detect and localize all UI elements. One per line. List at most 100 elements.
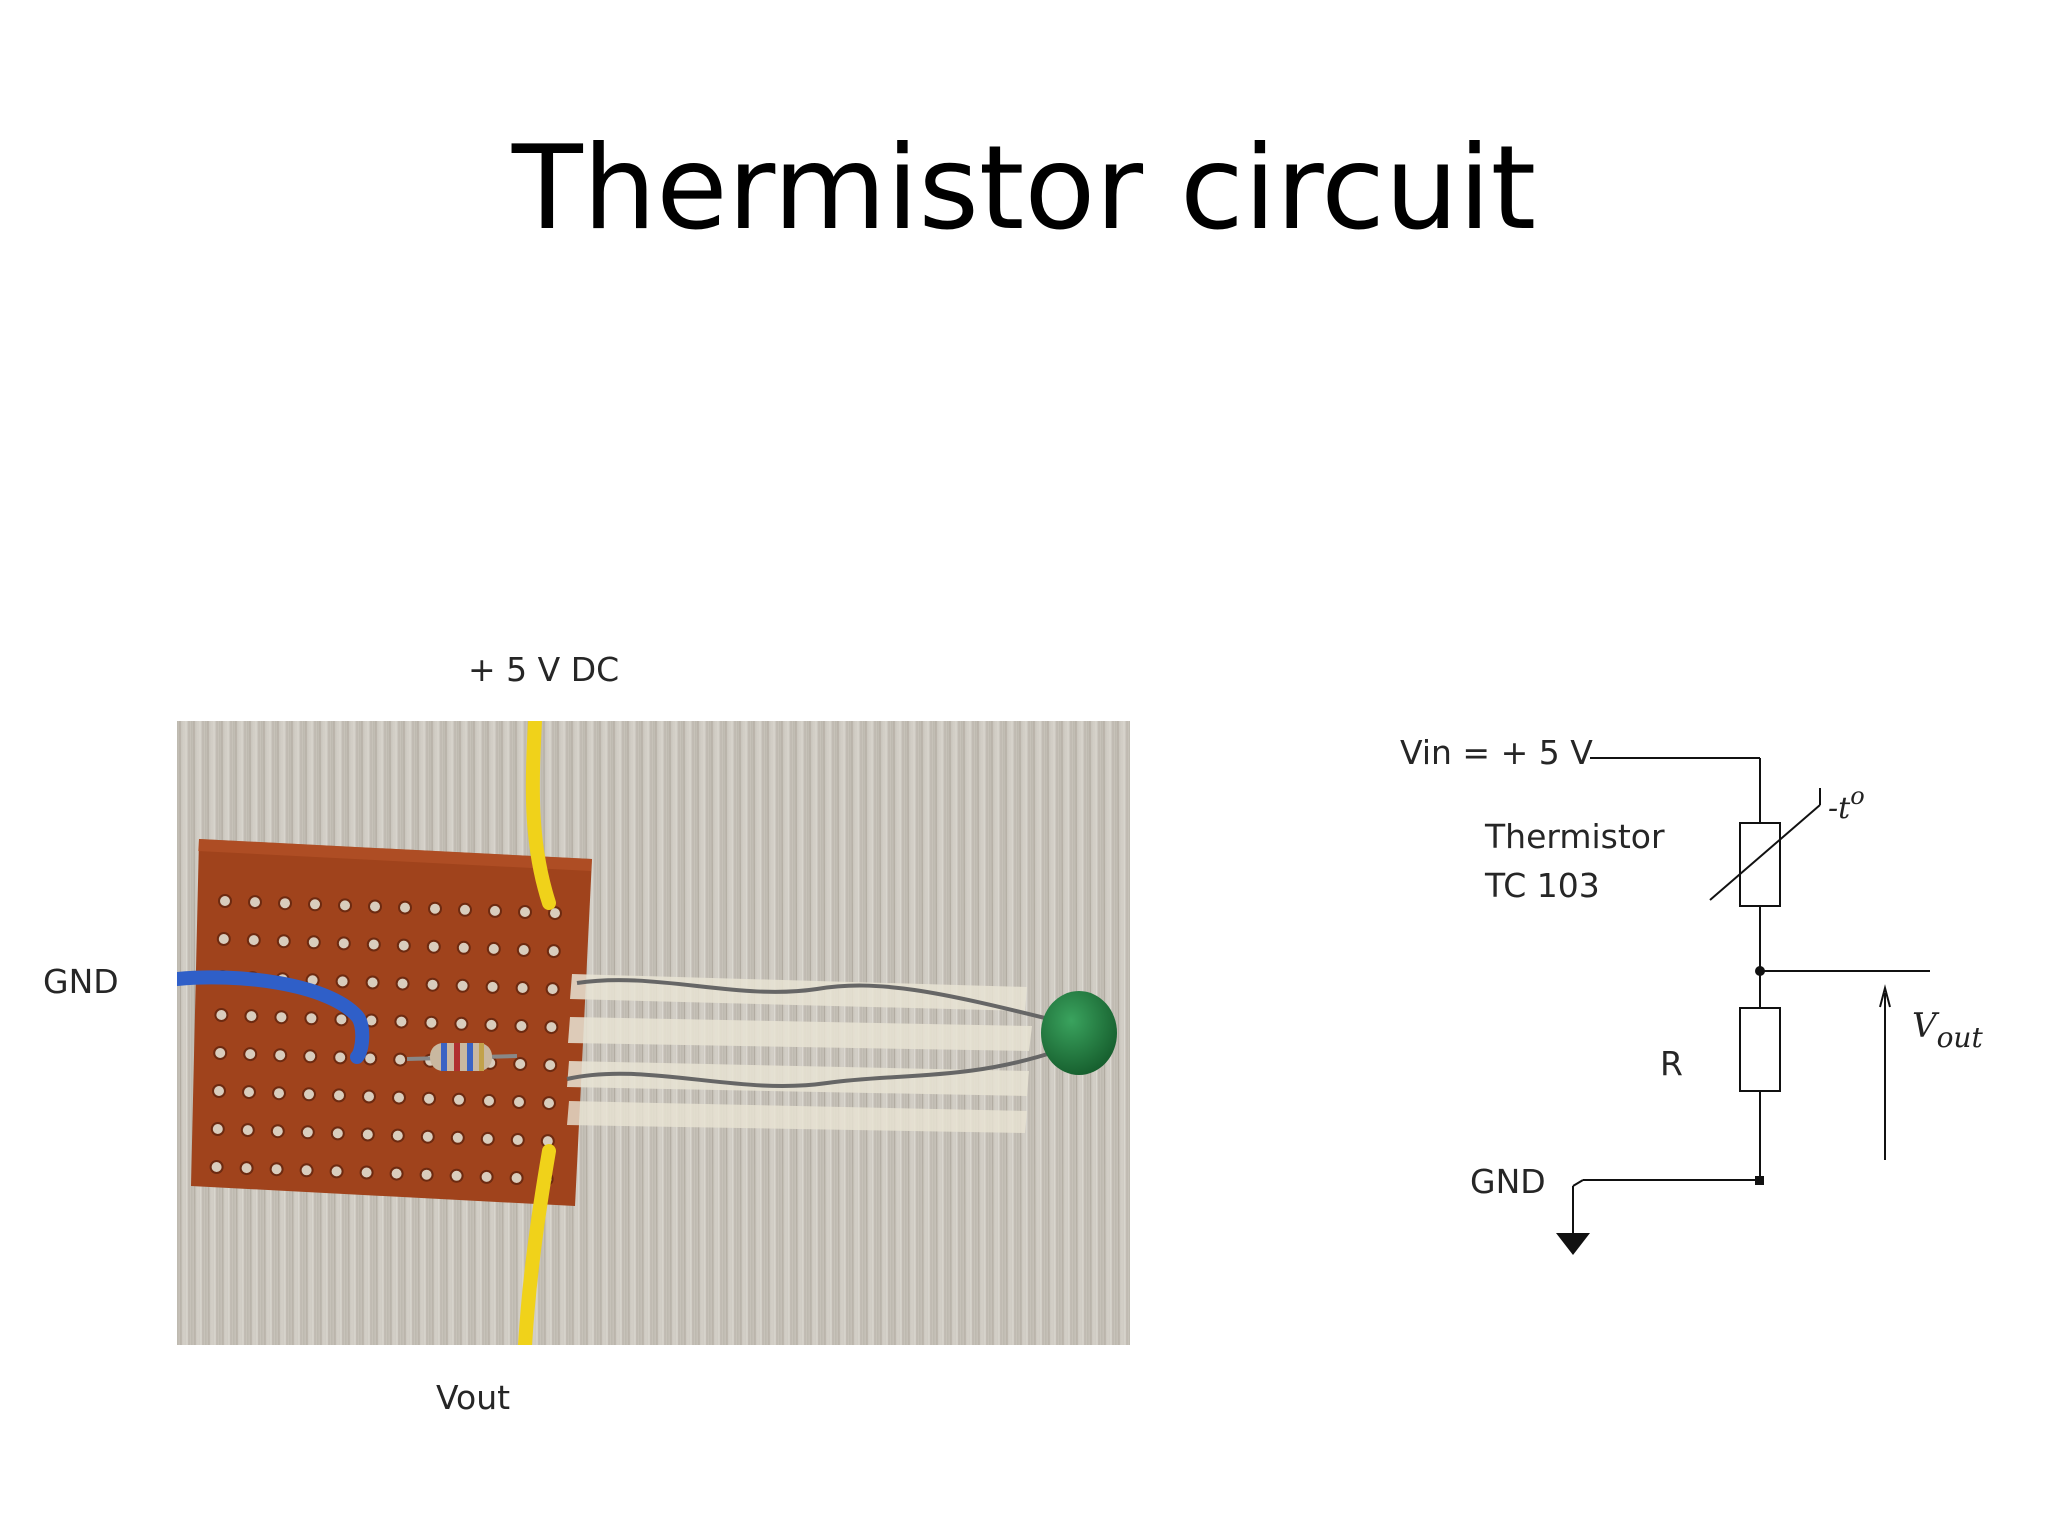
perfboard-hole xyxy=(308,897,322,912)
perfboard-hole xyxy=(419,1167,434,1182)
perfboard-hole xyxy=(239,1161,254,1176)
vout-label: Vout xyxy=(1912,1006,1983,1054)
perfboard-hole xyxy=(548,906,562,921)
vout-arrow xyxy=(1879,984,1891,1008)
perfboard-hole xyxy=(274,1010,289,1025)
gnd-wire xyxy=(177,970,370,1064)
perfboard-hole xyxy=(452,1092,466,1107)
perfboard-hole xyxy=(270,1124,285,1139)
photo-label-supply: + 5 V DC xyxy=(468,650,620,689)
perfboard-hole xyxy=(338,898,352,913)
perfboard-hole xyxy=(389,1166,404,1181)
thermistor-bead xyxy=(1041,991,1117,1075)
perfboard-hole xyxy=(333,1050,348,1065)
perfboard-hole xyxy=(299,1163,314,1178)
perfboard-hole xyxy=(303,1049,318,1064)
perfboard-hole xyxy=(300,1125,315,1140)
perfboard-hole xyxy=(306,935,321,950)
ribbon-wires xyxy=(566,974,1058,1133)
temp-coefficient-label: -to xyxy=(1828,782,1865,826)
perfboard-hole xyxy=(392,1090,406,1105)
perfboard-hole xyxy=(509,1171,524,1185)
perfboard-hole xyxy=(428,901,442,916)
perfboard-hole xyxy=(394,1014,409,1029)
perfboard-hole xyxy=(545,982,560,997)
vout-wire xyxy=(518,1144,556,1345)
perfboard-hole xyxy=(212,1084,226,1098)
perfboard-hole xyxy=(362,1089,376,1104)
photo-label-gnd: GND xyxy=(43,962,119,1001)
perfboard-hole xyxy=(425,977,440,992)
perfboard-hole xyxy=(450,1130,465,1145)
perfboard-hole xyxy=(544,1020,559,1035)
thermistor-model-label: TC 103 xyxy=(1484,866,1600,905)
perfboard-hole xyxy=(395,976,410,991)
perfboard-hole xyxy=(396,938,411,953)
perfboard-hole xyxy=(455,978,470,993)
perfboard-hole xyxy=(456,940,471,955)
perfboard-hole xyxy=(330,1126,345,1141)
perfboard-hole xyxy=(513,1057,528,1071)
perfboard-hole xyxy=(244,1009,259,1024)
perfboard-hole xyxy=(335,974,350,989)
perfboard-hole xyxy=(420,1129,435,1144)
perfboard-hole xyxy=(485,979,500,994)
perfboard-hole xyxy=(276,934,291,949)
perfboard-hole xyxy=(360,1127,375,1142)
perfboard-hole xyxy=(368,899,382,914)
perfboard-hole xyxy=(304,1011,319,1026)
perfboard-hole xyxy=(488,903,502,918)
perfboard-hole xyxy=(336,936,351,951)
perfboard-hole xyxy=(390,1128,405,1143)
perfboard-hole xyxy=(422,1091,436,1106)
thermistor-label: Thermistor xyxy=(1484,817,1665,856)
perfboard-hole xyxy=(449,1168,464,1183)
perfboard-hole xyxy=(210,1122,225,1136)
perfboard-hole xyxy=(269,1162,284,1177)
perfboard-hole xyxy=(542,1096,556,1111)
perfboard-hole xyxy=(516,943,531,957)
perfboard-hole xyxy=(359,1165,374,1180)
perfboard-hole xyxy=(393,1052,408,1067)
gnd-label: GND xyxy=(1470,1162,1546,1201)
circuit-schematic: Vin = + 5 V Thermistor TC 103 -to R Vout… xyxy=(1390,730,2010,1290)
supply-wire xyxy=(525,721,556,910)
perfboard-hole xyxy=(454,1016,469,1031)
perfboard-hole xyxy=(546,944,561,959)
perfboard-hole xyxy=(248,895,262,910)
perfboard-hole xyxy=(479,1169,494,1184)
perfboard-hole xyxy=(209,1160,224,1174)
perfboard-hole xyxy=(214,1008,229,1022)
perfboard-hole xyxy=(486,941,501,956)
photo-label-vout: Vout xyxy=(436,1378,511,1417)
perfboard-hole xyxy=(329,1164,344,1179)
circuit-photo xyxy=(177,721,1130,1345)
perfboard-hole xyxy=(246,933,261,948)
perfboard-hole xyxy=(242,1085,256,1100)
perfboard-hole xyxy=(514,1019,529,1033)
perfboard-hole xyxy=(515,981,530,995)
perfboard-hole xyxy=(543,1058,558,1073)
perfboard-hole xyxy=(334,1012,349,1027)
ground-symbol xyxy=(1556,1233,1590,1255)
perfboard-hole xyxy=(216,932,231,946)
perfboard-hole xyxy=(510,1133,525,1147)
perfboard-hole xyxy=(218,894,232,908)
vin-label: Vin = + 5 V xyxy=(1400,733,1593,772)
resistor xyxy=(406,1043,518,1071)
perfboard-hole xyxy=(272,1086,286,1101)
perfboard-hole xyxy=(482,1093,496,1108)
perfboard-hole xyxy=(302,1087,316,1102)
perfboard-hole xyxy=(424,1015,439,1030)
perfboard-hole xyxy=(480,1131,495,1146)
perfboard-hole xyxy=(273,1048,288,1063)
perfboard-hole xyxy=(278,896,292,911)
perfboard-hole xyxy=(458,902,472,917)
perfboard xyxy=(191,839,592,1206)
slide-title: Thermistor circuit xyxy=(511,121,1537,256)
perfboard-hole xyxy=(512,1095,526,1109)
perfboard-hole xyxy=(240,1123,255,1138)
perfboard-hole xyxy=(332,1088,346,1103)
perfboard-hole xyxy=(366,937,381,952)
thermistor-symbol xyxy=(1739,822,1781,907)
